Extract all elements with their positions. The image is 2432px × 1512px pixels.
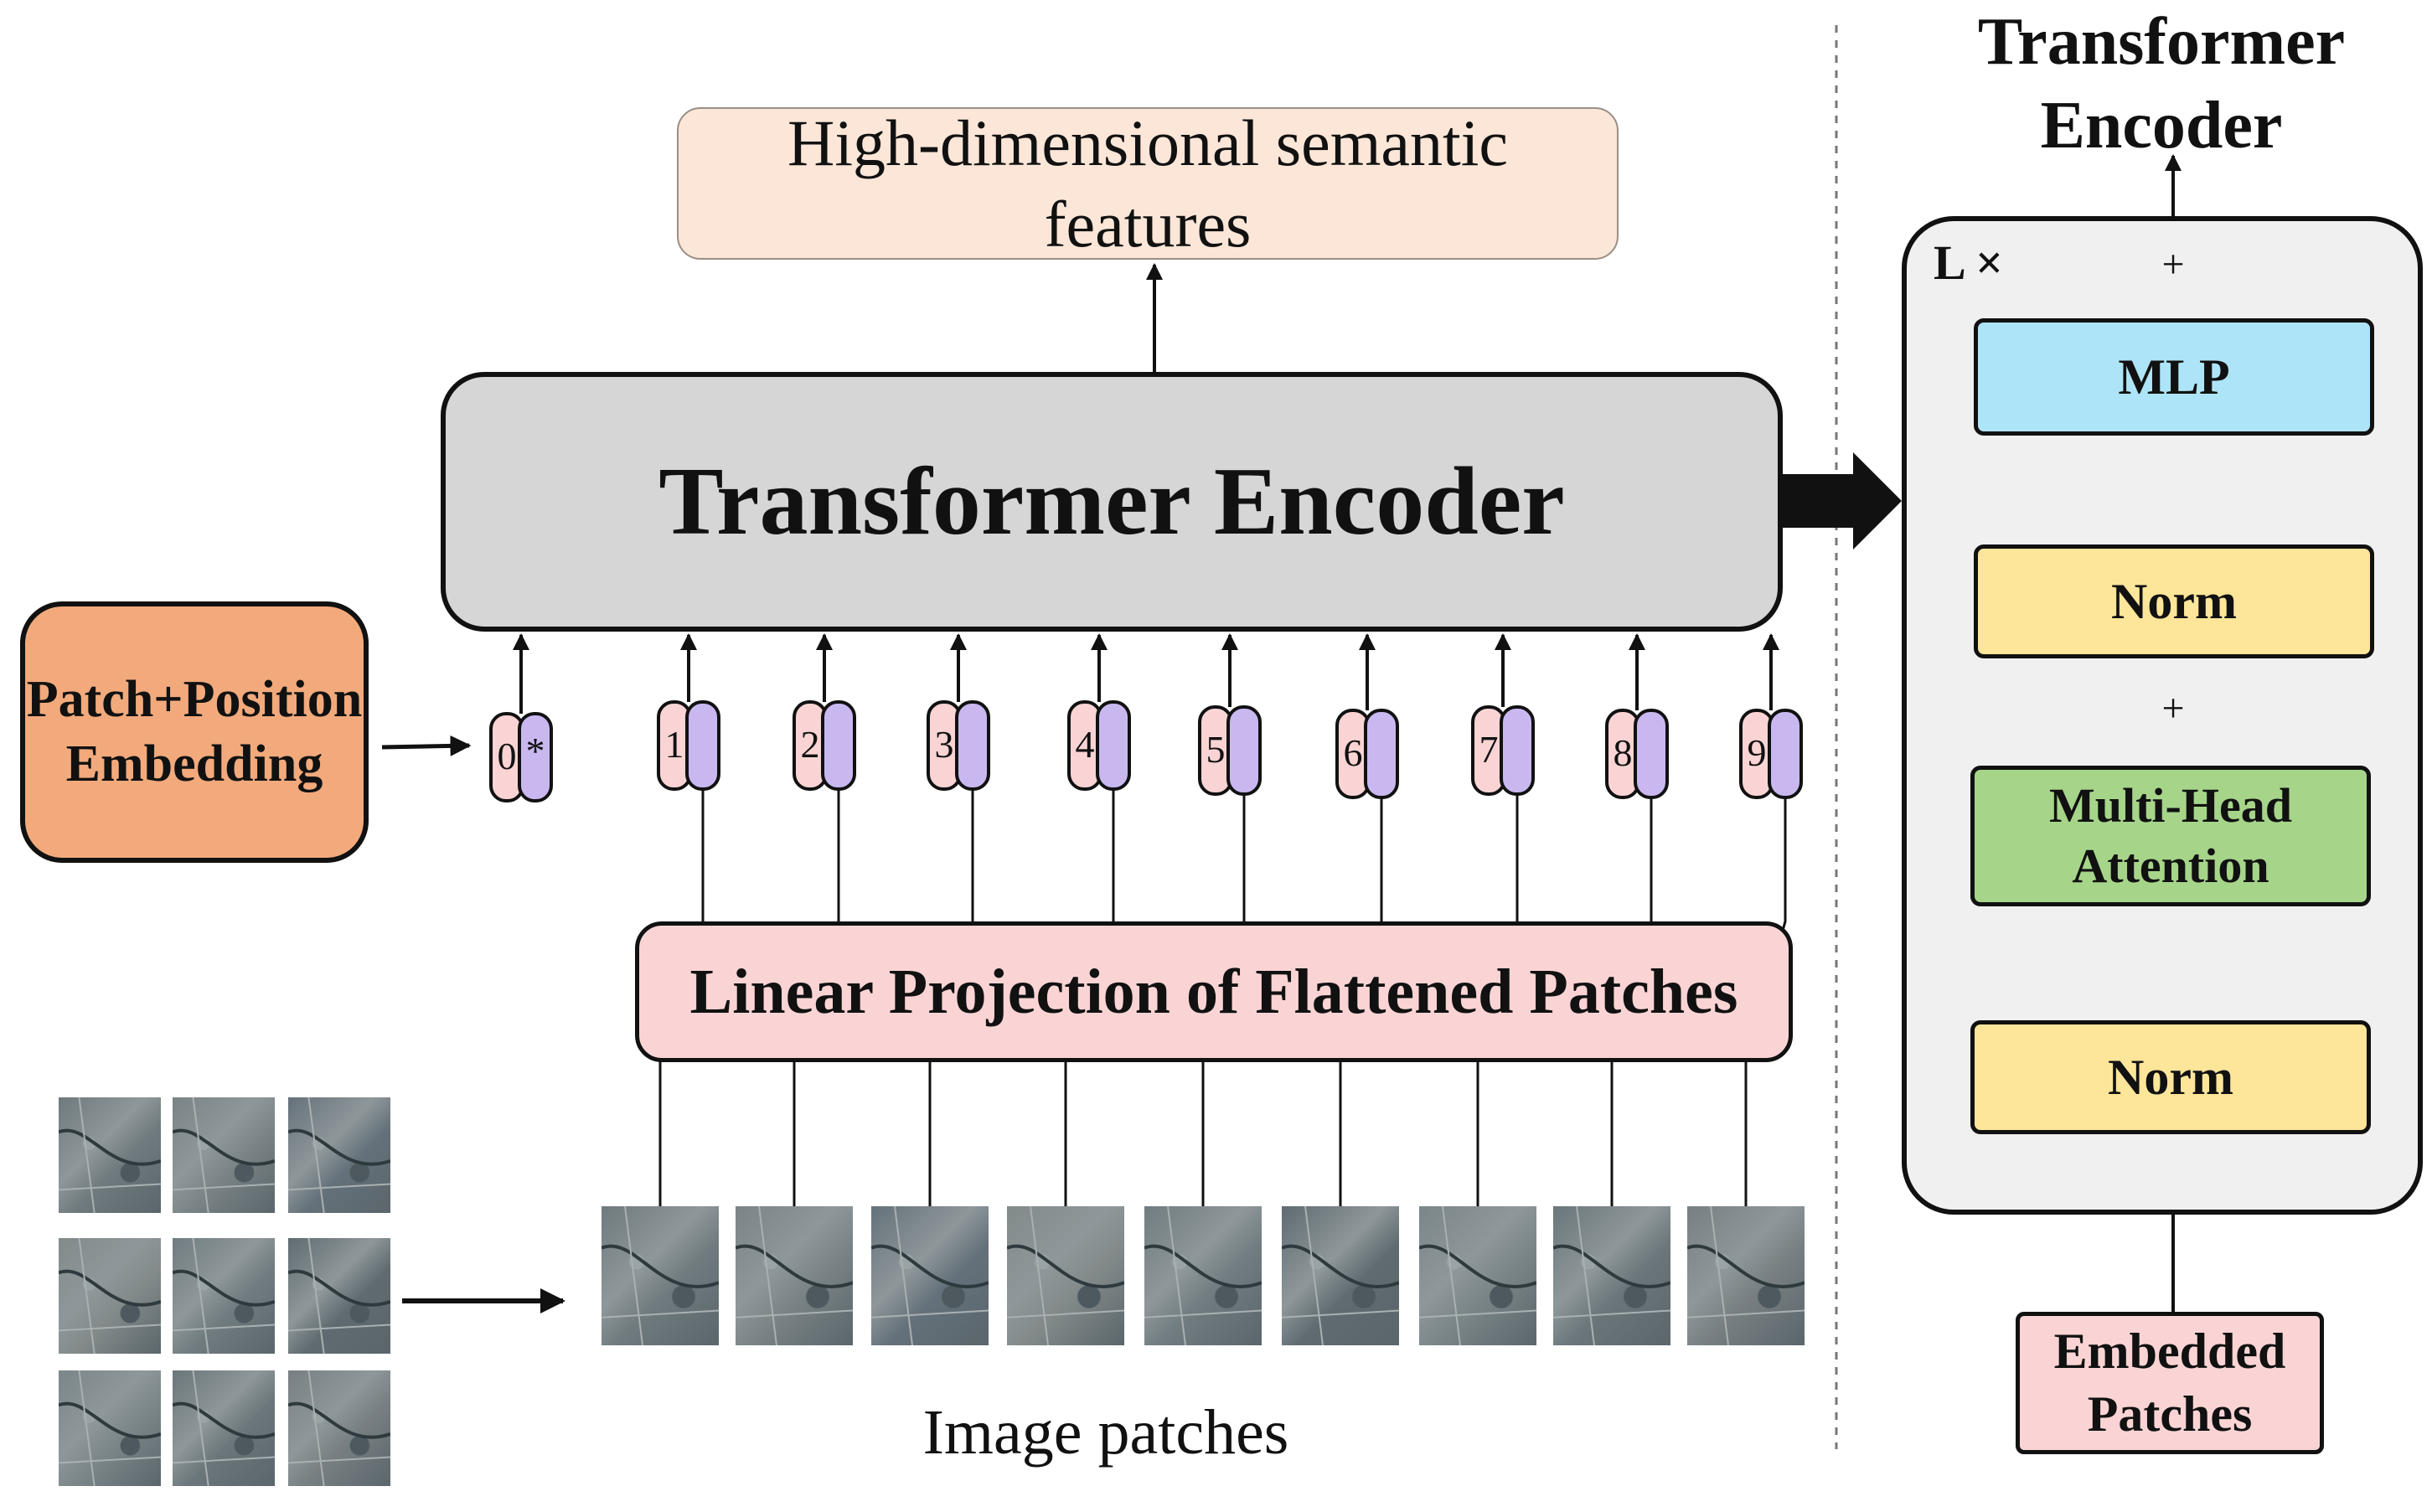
patch-embedding-token bbox=[821, 700, 856, 791]
satellite-image-patch bbox=[173, 1370, 275, 1486]
patch-texture bbox=[1007, 1206, 1124, 1345]
patch-texture bbox=[59, 1097, 161, 1213]
satellite-image-patch bbox=[59, 1238, 161, 1354]
embedded-patches-line1: Embedded bbox=[2053, 1324, 2286, 1379]
token-index-label: 5 bbox=[1206, 728, 1226, 771]
satellite-image-patch bbox=[288, 1238, 390, 1354]
patch-embedding-token bbox=[1768, 709, 1803, 799]
satellite-image-patch bbox=[1007, 1206, 1124, 1345]
patch-position-embedding-box: Patch+Position Embedding bbox=[20, 601, 369, 863]
patch-texture bbox=[288, 1370, 390, 1486]
satellite-image-patch bbox=[173, 1097, 275, 1213]
token-index-label: 2 bbox=[800, 723, 820, 766]
patch-texture bbox=[871, 1206, 989, 1345]
patch-embedding-token bbox=[955, 700, 990, 791]
attention-label-line2: Attention bbox=[2072, 839, 2269, 893]
patch-texture bbox=[1687, 1206, 1805, 1345]
embedding-label-line2: Embedding bbox=[65, 735, 323, 792]
patch-texture bbox=[288, 1097, 390, 1213]
add-symbol-lower: + bbox=[2161, 686, 2185, 730]
token-index-label: 0 bbox=[497, 735, 517, 777]
output-features-label: High-dimensional semantic features bbox=[787, 106, 1508, 261]
mlp-block: MLP bbox=[1974, 318, 2374, 436]
norm-block-lower: Norm bbox=[1970, 1020, 2371, 1134]
satellite-image-patch bbox=[59, 1097, 161, 1213]
satellite-image-patch bbox=[602, 1206, 719, 1345]
patch-texture bbox=[59, 1238, 161, 1354]
patch-texture bbox=[173, 1370, 275, 1486]
embedding-to-tokens-arrow bbox=[381, 735, 472, 756]
patch-texture bbox=[173, 1238, 275, 1354]
token-index-label: 8 bbox=[1613, 731, 1633, 774]
repeat-count-text: L × bbox=[1934, 235, 2004, 290]
encoder-detail-arrow bbox=[1783, 452, 1902, 550]
linear-projection-label: Linear Projection of Flattened Patches bbox=[689, 956, 1738, 1027]
patch-texture bbox=[1282, 1206, 1399, 1345]
patch-texture bbox=[1419, 1206, 1536, 1345]
norm-upper-label: Norm bbox=[2111, 573, 2237, 629]
add-symbol-upper: + bbox=[2161, 242, 2185, 286]
patch-embedding-token bbox=[1226, 705, 1262, 796]
output-features-box: High-dimensional semantic features bbox=[677, 106, 1619, 261]
detail-title-line2: Encoder bbox=[2040, 89, 2283, 163]
patch-texture bbox=[173, 1097, 275, 1213]
satellite-image-patch bbox=[1687, 1206, 1805, 1345]
token-index-label: 1 bbox=[664, 723, 684, 766]
linear-projection-box: Linear Projection of Flattened Patches bbox=[635, 921, 1793, 1062]
satellite-image-patch bbox=[1419, 1206, 1536, 1345]
image-patches-caption: Image patches bbox=[871, 1391, 1340, 1474]
patch-texture bbox=[288, 1238, 390, 1354]
patch-embedding-token bbox=[1096, 700, 1131, 791]
mlp-label: MLP bbox=[2118, 348, 2230, 405]
satellite-image-patch bbox=[736, 1206, 853, 1345]
patch-texture bbox=[1144, 1206, 1262, 1345]
embedded-patches-block: Embedded Patches bbox=[2016, 1312, 2324, 1454]
satellite-image-patch bbox=[1282, 1206, 1399, 1345]
transformer-encoder-label: Transformer Encoder bbox=[658, 447, 1565, 555]
satellite-image-patch bbox=[173, 1238, 275, 1354]
patch-texture bbox=[736, 1206, 853, 1345]
embedded-patches-line2: Patches bbox=[2087, 1386, 2253, 1442]
patch-texture bbox=[602, 1206, 719, 1345]
norm-lower-label: Norm bbox=[2108, 1049, 2233, 1105]
token-index-label: 4 bbox=[1075, 723, 1095, 766]
satellite-image-patch bbox=[871, 1206, 989, 1345]
transformer-encoder-box: Transformer Encoder bbox=[441, 372, 1783, 632]
satellite-image-patch bbox=[1553, 1206, 1670, 1345]
patch-embedding-token bbox=[1500, 705, 1535, 796]
detail-title-line1: Transformer bbox=[1977, 5, 2346, 79]
multi-head-attention-block: Multi-Head Attention bbox=[1970, 766, 2371, 906]
satellite-image-patch bbox=[288, 1370, 390, 1486]
detail-title: Transformer Encoder bbox=[1944, 0, 2379, 168]
token-index-label: 9 bbox=[1747, 731, 1767, 774]
patch-embedding-token bbox=[518, 712, 553, 802]
repeat-count-label: L × bbox=[1934, 233, 2034, 293]
norm-block-upper: Norm bbox=[1974, 544, 2374, 658]
class-token-mark: * bbox=[525, 730, 545, 772]
patch-texture bbox=[59, 1370, 161, 1486]
patch-embedding-token bbox=[1634, 709, 1669, 799]
satellite-image-patch bbox=[1144, 1206, 1262, 1345]
image-patches-label: Image patches bbox=[922, 1396, 1289, 1468]
satellite-image-patch bbox=[59, 1370, 161, 1486]
patch-texture bbox=[1553, 1206, 1670, 1345]
satellite-image-patch bbox=[288, 1097, 390, 1213]
token-index-label: 6 bbox=[1343, 731, 1363, 774]
attention-label-line1: Multi-Head bbox=[2049, 777, 2292, 833]
patch-embedding-token bbox=[1364, 709, 1399, 799]
token-index-label: 3 bbox=[934, 723, 954, 766]
token-index-label: 7 bbox=[1479, 728, 1499, 771]
patch-embedding-token bbox=[685, 700, 720, 791]
embedding-label-line1: Patch+Position bbox=[26, 670, 363, 728]
